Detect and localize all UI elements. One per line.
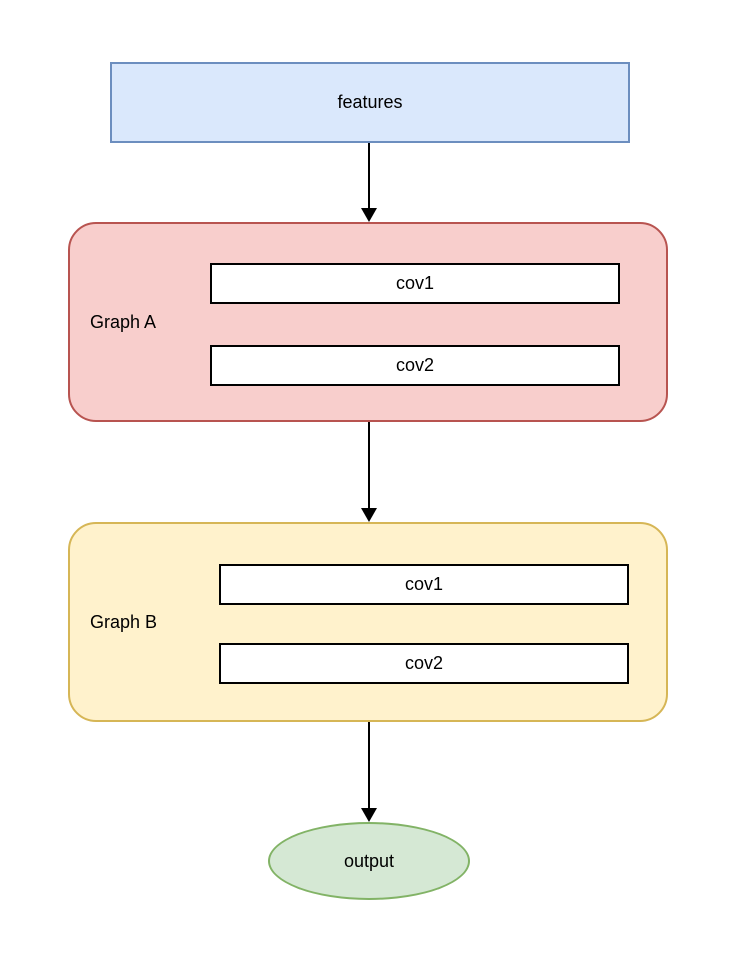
arrowhead-icon: [361, 508, 377, 522]
output-node: output: [268, 822, 470, 900]
features-node: features: [110, 62, 630, 143]
arrow-line: [368, 722, 370, 809]
graph-b-cov2-label: cov2: [404, 653, 444, 673]
arrow-line: [368, 422, 370, 509]
arrowhead-icon: [361, 808, 377, 822]
graph-a-cov2-box: cov2: [210, 345, 620, 386]
output-label: output: [343, 850, 395, 871]
arrowhead-icon: [361, 208, 377, 222]
graph-b-label: Graph B: [90, 611, 158, 632]
arrow-graph-b-to-output: [361, 722, 377, 822]
graph-b-cov1-box: cov1: [219, 564, 629, 605]
arrow-features-to-graph-a: [361, 143, 377, 222]
graph-a-cov1-box: cov1: [210, 263, 620, 304]
graph-a-label: Graph A: [90, 311, 157, 332]
graph-b-node: Graph B cov1 cov2: [68, 522, 668, 722]
graph-b-cov1-label: cov1: [404, 574, 444, 594]
graph-a-cov1-label: cov1: [395, 273, 435, 293]
features-label: features: [337, 92, 403, 112]
graph-a-node: Graph A cov1 cov2: [68, 222, 668, 422]
graph-a-cov2-label: cov2: [395, 355, 435, 375]
arrow-graph-a-to-graph-b: [361, 422, 377, 522]
arrow-line: [368, 143, 370, 209]
graph-b-cov2-box: cov2: [219, 643, 629, 684]
